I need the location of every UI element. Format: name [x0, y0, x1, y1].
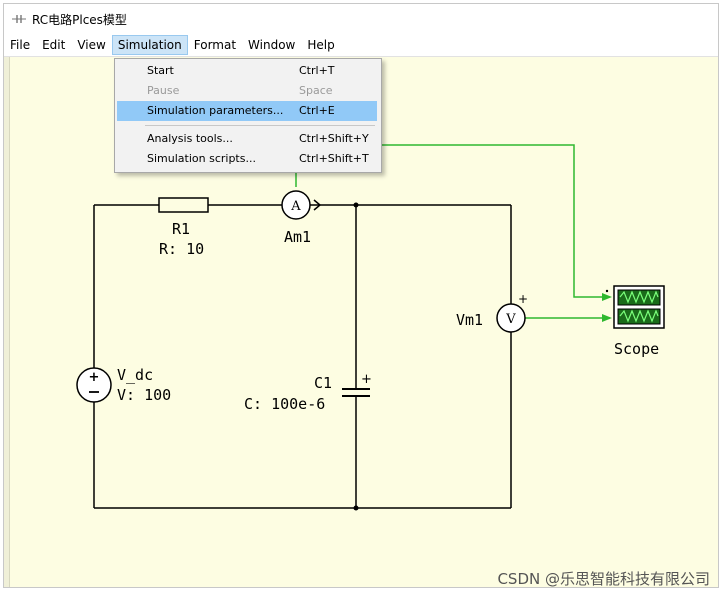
resistor-symbol[interactable]	[158, 197, 209, 213]
menu-item-start[interactable]: Start Ctrl+T	[117, 61, 377, 81]
waveform-icon	[619, 290, 659, 304]
voltmeter-letter: V	[505, 312, 516, 327]
menu-format[interactable]: Format	[193, 38, 237, 52]
menu-item-shortcut: Space	[299, 84, 333, 97]
current-signal-wire	[374, 144, 610, 298]
dc-source-symbol[interactable]: +	[76, 367, 112, 403]
voltmeter-name: Vm1	[456, 311, 483, 329]
circuit-wires	[93, 204, 512, 509]
resistor-name: R1	[172, 220, 190, 238]
ammeter-name: Am1	[284, 228, 311, 246]
plus-icon: +	[518, 292, 528, 306]
plus-icon: +	[361, 372, 372, 387]
menu-window[interactable]: Window	[248, 38, 296, 52]
menu-item-shortcut: Ctrl+T	[299, 64, 335, 77]
menu-separator	[145, 125, 375, 126]
menu-item-label: Simulation scripts...	[147, 152, 256, 165]
ammeter-symbol[interactable]: A	[281, 190, 322, 220]
plus-icon: +	[89, 370, 100, 385]
menu-item-label: Start	[147, 64, 174, 77]
menu-simulation[interactable]: Simulation	[111, 35, 188, 55]
menu-item-label: Simulation parameters...	[147, 104, 284, 117]
menu-help[interactable]: Help	[307, 38, 335, 52]
resistor-value: R: 10	[159, 240, 204, 258]
arrow-icon	[602, 293, 612, 301]
menu-item-pause[interactable]: Pause Space	[117, 81, 377, 101]
arrow-icon	[602, 314, 612, 322]
menu-item-shortcut: Ctrl+Shift+T	[299, 152, 369, 165]
menu-item-analysis-tools[interactable]: Analysis tools... Ctrl+Shift+Y	[117, 129, 377, 149]
capacitor-name: C1	[314, 374, 332, 392]
source-name: V_dc	[117, 366, 153, 384]
menu-file[interactable]: File	[10, 38, 31, 52]
app-logo-icon	[12, 15, 26, 23]
watermark: CSDN @乐思智能科技有限公司	[497, 570, 710, 588]
menu-item-label: Pause	[147, 84, 180, 97]
app-window: RC电路Plces模型 File Edit View Simulation Fo…	[3, 3, 719, 588]
menu-item-shortcut: Ctrl+Shift+Y	[299, 132, 369, 145]
scope-block[interactable]	[605, 285, 665, 329]
schematic-canvas[interactable]: R1 R: 10 A Am1 V + Vm1 + V_dc V: 100 +	[4, 57, 718, 587]
menu-view[interactable]: View	[77, 38, 106, 52]
voltmeter-symbol[interactable]: V +	[496, 292, 528, 333]
title-bar: RC电路Plces模型	[4, 4, 718, 34]
scope-name: Scope	[614, 340, 659, 358]
menu-edit[interactable]: Edit	[42, 38, 66, 52]
junction-dot	[353, 202, 359, 208]
ammeter-letter: A	[290, 199, 301, 214]
simulation-dropdown-menu: Start Ctrl+T Pause Space Simulation para…	[114, 58, 382, 173]
menu-item-label: Analysis tools...	[147, 132, 233, 145]
capacitor-symbol[interactable]: +	[342, 372, 372, 397]
menu-item-simulation-parameters[interactable]: Simulation parameters... Ctrl+E	[117, 101, 377, 121]
port-dot	[605, 289, 609, 293]
source-value: V: 100	[117, 386, 171, 404]
capacitor-value: C: 100e-6	[244, 395, 325, 413]
menu-item-simulation-scripts[interactable]: Simulation scripts... Ctrl+Shift+T	[117, 149, 377, 169]
menu-bar: File Edit View Simulation Format Window …	[4, 34, 718, 57]
palette-edge	[4, 57, 10, 587]
window-title: RC电路Plces模型	[32, 12, 127, 27]
junction-dot	[353, 505, 359, 511]
menu-item-shortcut: Ctrl+E	[299, 104, 335, 117]
waveform-icon	[619, 309, 659, 323]
